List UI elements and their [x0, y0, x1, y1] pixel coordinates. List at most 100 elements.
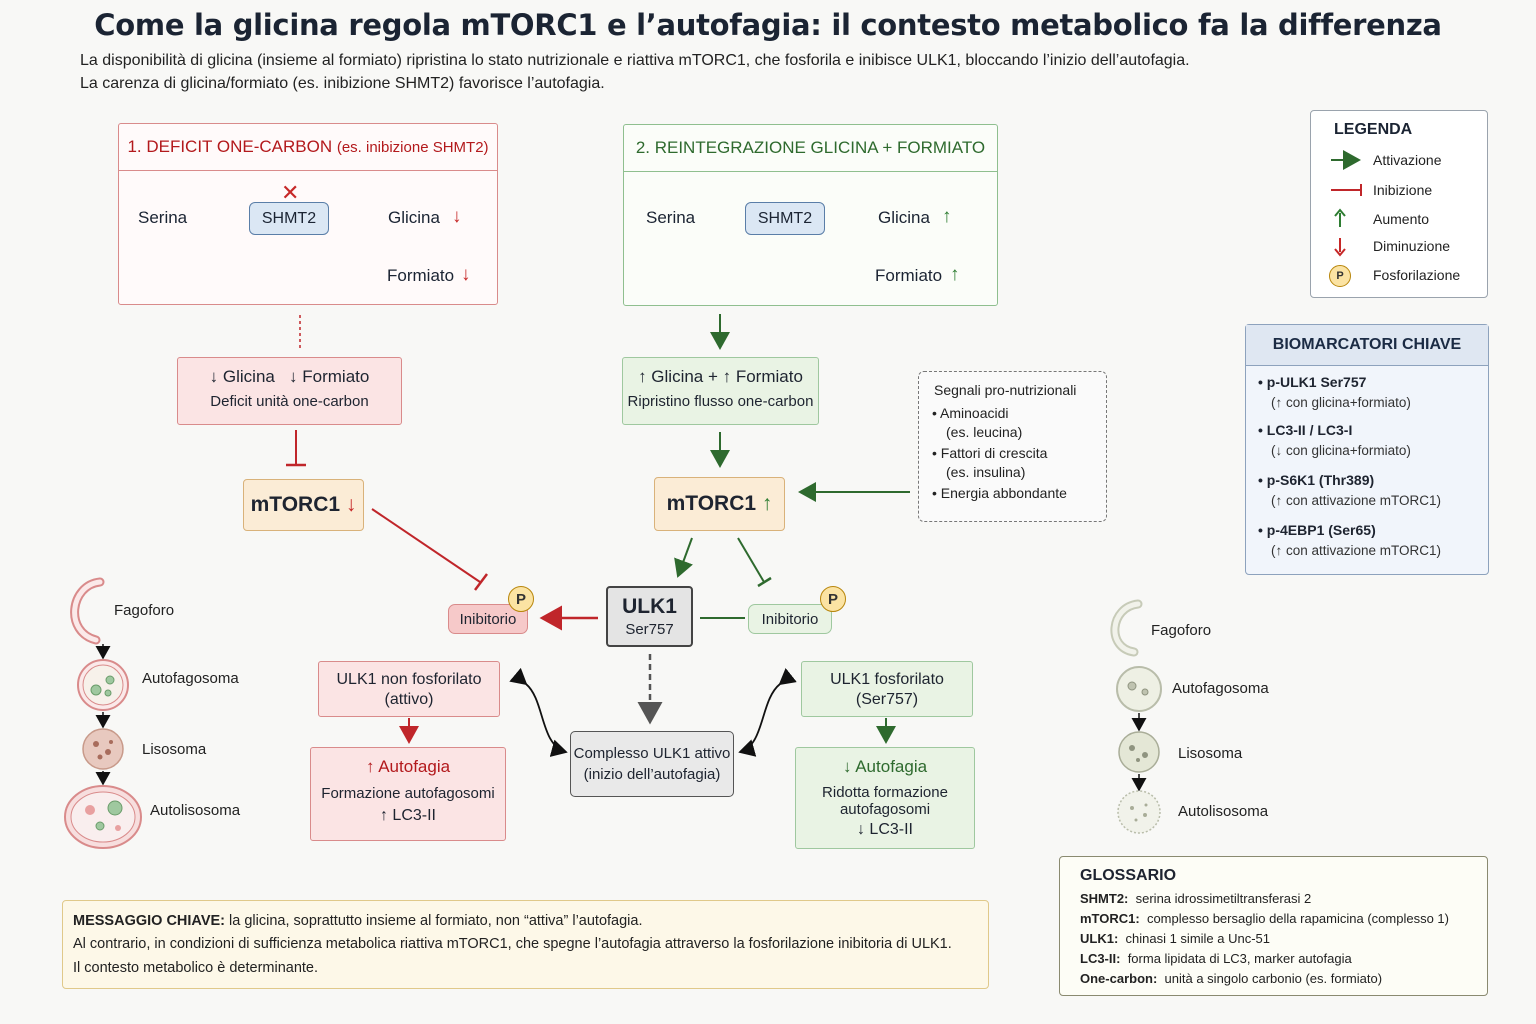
glossary-title: GLOSSARIO [1080, 867, 1177, 884]
legend-symbols [1331, 150, 1362, 257]
shmt2-blocked-icon: ✕ [281, 180, 300, 205]
autophagy-down-box: ↓ Autofagia Ridotta formazione autofagos… [795, 747, 975, 849]
left-lisosoma-icon [82, 728, 124, 770]
signals-item: • Fattori di crescita [932, 445, 1048, 461]
left-fagoforo-icon [70, 577, 105, 645]
serina-label-left: Serina [138, 208, 188, 227]
signals-item: (es. leucina) [946, 424, 1023, 440]
glossary-def: complesso bersaglio della rapamicina (co… [1146, 911, 1449, 926]
biomarker-name: LC3-II / LC3-I [1266, 422, 1353, 438]
formiato-up-icon: ↑ [950, 264, 960, 285]
legend-item: Attivazione [1373, 152, 1442, 168]
formiato-label-right: Formiato [875, 266, 943, 285]
glicina-label-right: Glicina [878, 208, 930, 227]
mtorc1-right-node: mTORC1 ↑ [654, 477, 785, 531]
phosphorylation-right-icon: P [820, 586, 846, 612]
serina-label-right: Serina [646, 208, 696, 227]
glossary-term: One-carbon: [1080, 971, 1158, 986]
signals-title: Segnali pro-nutrizionali [934, 382, 1077, 398]
ulk1-nonphos-label: ULK1 non fosforilato [336, 671, 482, 688]
glossary-def: chinasi 1 simile a Unc-51 [1125, 931, 1271, 946]
mtorc1-down-icon: ↓ [345, 493, 357, 516]
reintegration-box: ↑ Glicina + ↑ Formiato Ripristino flusso… [622, 357, 819, 425]
biomarkers-title: BIOMARCATORI CHIAVE [1246, 325, 1488, 366]
glossary-box: GLOSSARIO SHMT2: serina idrossimetiltran… [1059, 856, 1488, 996]
complex-label: Complesso ULK1 attivo [573, 745, 731, 762]
increase-arrow-icon [1334, 208, 1346, 227]
panel-deficit-note: (es. inibizione SHMT2) [336, 138, 489, 156]
glossary-term: LC3-II: [1080, 951, 1121, 966]
legend-item: Aumento [1373, 211, 1430, 227]
deficit-one-carbon-box: ↓ Glicina ↓ Formiato Deficit unità one-c… [177, 357, 402, 425]
panel-deficit-header: 1. DEFICIT ONE-CARBON (es. inibizione SH… [119, 124, 497, 171]
signals-item: • Energia abbondante [932, 485, 1067, 501]
legend-box: LEGENDA P Attivazione Inibizione Aumento… [1310, 110, 1488, 298]
ulk1-phos-label: ULK1 fosforilato [830, 671, 944, 688]
autophagy-up-caption: Formazione autofagosomi [321, 785, 495, 802]
left-stage-label: Autolisosoma [150, 802, 241, 819]
autophagy-up-box: ↑ Autofagia Formazione autofagosomi ↑ LC… [310, 747, 506, 841]
right-stage-label: Autofagosoma [1172, 680, 1269, 697]
complex-caption: (inizio dell’autofagia) [583, 766, 721, 783]
biomarker-note: (↑ con glicina+formiato) [1271, 395, 1411, 410]
biomarker-name: p-4EBP1 (Ser65) [1266, 522, 1376, 538]
biomarkers-box: BIOMARCATORI CHIAVE • p-ULK1 Ser757 (↑ c… [1245, 324, 1489, 575]
page-title: Come la glicina regola mTORC1 e l’autofa… [94, 8, 1442, 42]
mtorc1-up-icon: ↑ [761, 492, 773, 515]
pro-nutritional-signals-box: Segnali pro-nutrizionali • Aminoacidi (e… [918, 371, 1107, 522]
autophagy-down-title: ↓ Autofagia [842, 757, 928, 776]
legend-title: LEGENDA [1334, 121, 1413, 138]
left-autolisosoma-icon [64, 785, 142, 849]
reint-box-title: ↑ Glicina + ↑ Formiato [638, 367, 803, 386]
panel-deficit-one-carbon: 1. DEFICIT ONE-CARBON (es. inibizione SH… [118, 123, 498, 305]
glossary-def: forma lipidata di LC3, marker autofagia [1127, 951, 1352, 966]
left-autofagosoma-icon [77, 659, 129, 711]
biomarker-name: p-ULK1 Ser757 [1266, 374, 1367, 390]
ulk1-node: ULK1 Ser757 [606, 586, 693, 647]
formiato-label-left: Formiato [387, 266, 455, 285]
subtitle-line-2: La carenza di glicina/formiato (es. inib… [80, 75, 605, 92]
deficit-glicina-text: ↓ Glicina [209, 367, 275, 386]
autophagy-down-caption-2: autofagosomi [839, 801, 931, 818]
key-message-line-2: Al contrario, in condizioni di sufficien… [73, 936, 952, 952]
key-message-box: MESSAGGIO CHIAVE: la glicina, soprattutt… [62, 900, 989, 989]
ulk1-site: Ser757 [625, 621, 674, 638]
reint-box-caption: Ripristino flusso one-carbon [627, 393, 814, 410]
legend-item: Inibizione [1373, 182, 1433, 198]
panel-reint-title: 2. REINTEGRAZIONE GLICINA + FORMIATO [624, 125, 997, 172]
right-lisosoma-icon [1118, 731, 1160, 773]
autophagy-up-title: ↑ Autofagia [365, 757, 451, 776]
mtorc1-left-node: mTORC1 ↓ [243, 479, 364, 531]
phos-complex-curve [738, 667, 797, 757]
left-stage-label: Autofagosoma [142, 670, 239, 687]
legend-item: Fosforilazione [1373, 267, 1461, 283]
key-message-label: MESSAGGIO CHIAVE: [73, 913, 225, 929]
glossary-term: mTORC1: [1080, 911, 1140, 926]
subtitle-line-1: La disponibilità di glicina (insieme al … [80, 52, 1190, 69]
inhibitory-right-box: Inibitorio [748, 604, 832, 634]
right-fagoforo-icon [1110, 599, 1143, 657]
autophagy-up-lc3: ↑ LC3-II [379, 807, 436, 824]
biomarker-name: p-S6K1 (Thr389) [1266, 472, 1375, 488]
deficit-formiato-text: ↓ Formiato [289, 367, 370, 386]
ulk1-label: ULK1 [622, 595, 677, 618]
glossary-term: SHMT2: [1080, 891, 1129, 906]
legend-item: Diminuzione [1373, 238, 1451, 254]
ulk1-complex-box: Complesso ULK1 attivo (inizio dell’autof… [570, 731, 734, 797]
autophagy-down-lc3: ↓ LC3-II [856, 821, 913, 838]
shmt2-node-right: SHMT2 [745, 202, 825, 235]
decrease-arrow-icon [1334, 238, 1346, 257]
right-stage-label: Autolisosoma [1178, 803, 1269, 820]
key-message-line-1: la glicina, soprattutto insieme al formi… [229, 913, 643, 929]
panel-deficit-title: 1. DEFICIT ONE-CARBON [127, 137, 333, 156]
deficit-box-caption: Deficit unità one-carbon [210, 393, 369, 410]
ulk1-phos-box: ULK1 fosforilato (Ser757) [801, 661, 973, 717]
autophagy-down-caption: Ridotta formazione [822, 784, 948, 801]
mtorc1-left-label: mTORC1 [250, 493, 341, 516]
glossary-def: serina idrossimetiltransferasi 2 [1135, 891, 1312, 906]
biomarker-note: (↑ con attivazione mTORC1) [1271, 543, 1442, 558]
signals-item: (es. insulina) [946, 464, 1026, 480]
glicina-down-icon: ↓ [452, 206, 462, 227]
right-stage-label: Lisosoma [1178, 745, 1243, 762]
key-message-line-3: Il contesto metabolico è determinante. [73, 960, 319, 976]
